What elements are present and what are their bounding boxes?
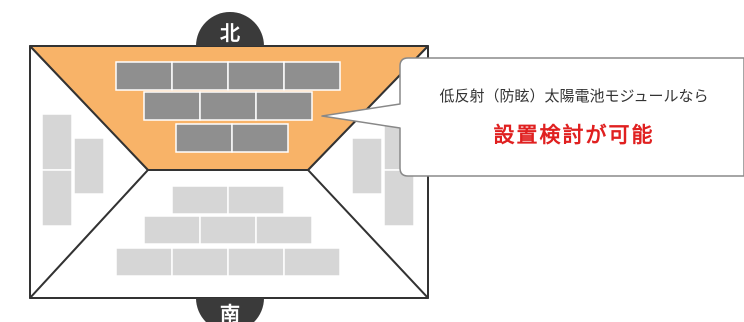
north-panel xyxy=(115,61,173,91)
south-panel xyxy=(255,215,313,245)
south-panel xyxy=(143,215,201,245)
north-badge-shape xyxy=(196,12,264,46)
south-badge: 南 xyxy=(196,298,264,322)
south-panel xyxy=(115,247,173,277)
south-panel xyxy=(227,247,285,277)
west-panel xyxy=(41,113,73,171)
north-panel xyxy=(283,61,341,91)
callout-bubble xyxy=(321,57,744,177)
north-badge: 北 xyxy=(196,12,264,46)
north-panel xyxy=(227,61,285,91)
callout-description: 低反射（防眩）太陽電池モジュールなら xyxy=(439,87,709,105)
north-panel xyxy=(143,91,201,121)
north-panel xyxy=(171,61,229,91)
south-panel xyxy=(283,247,341,277)
south-panel xyxy=(171,247,229,277)
west-panel xyxy=(73,137,105,195)
south-panel xyxy=(199,215,257,245)
north-panel xyxy=(199,91,257,121)
north-panel-array xyxy=(115,61,341,153)
south-panel xyxy=(171,185,229,215)
east-panel xyxy=(383,169,415,227)
south-panel xyxy=(227,185,285,215)
north-label: 北 xyxy=(220,21,240,45)
south-panel-array xyxy=(115,185,341,277)
south-badge-shape xyxy=(196,298,264,322)
west-panel-array xyxy=(41,113,105,227)
callout-highlight: 設置検討が可能 xyxy=(493,123,655,147)
west-panel xyxy=(41,169,73,227)
north-panel xyxy=(231,123,289,153)
east-panel-array xyxy=(351,113,415,227)
east-panel xyxy=(351,137,383,195)
south-label: 南 xyxy=(220,302,240,322)
north-panel xyxy=(255,91,313,121)
north-panel xyxy=(175,123,233,153)
